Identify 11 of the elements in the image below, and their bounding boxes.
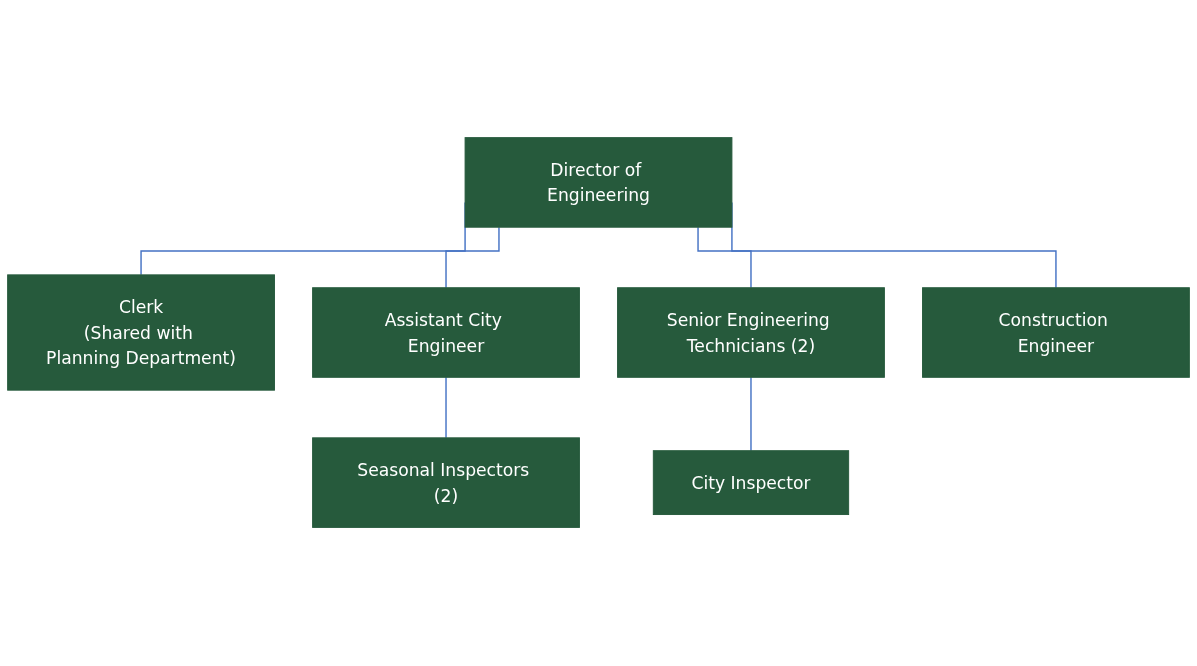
- node-box: Director of Engineering: [464, 137, 733, 229]
- node-box: City Inspector: [652, 450, 850, 516]
- connector: [445, 377, 447, 440]
- connector: [445, 226, 500, 289]
- node-box: Senior Engineering Technicians (2): [617, 287, 885, 379]
- connector: [750, 377, 752, 452]
- connector: [697, 226, 752, 289]
- node-box: Clerk (Shared with Planning Department): [7, 274, 275, 392]
- node-box: Seasonal Inspectors (2): [312, 437, 580, 529]
- node-box: Construction Engineer: [922, 287, 1190, 379]
- node-box: Assistant City Engineer: [312, 287, 580, 379]
